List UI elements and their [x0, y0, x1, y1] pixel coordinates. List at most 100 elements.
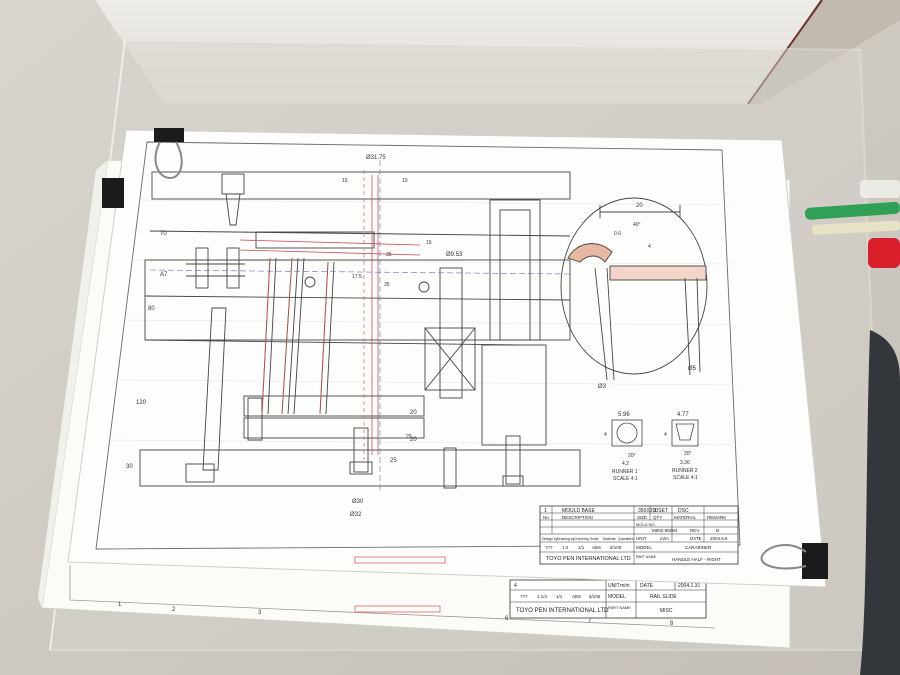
dim-35b: 35 [384, 282, 390, 288]
tb-row1-material: DSC [678, 508, 689, 514]
dim-dia-32: Ø32 [350, 512, 362, 518]
runner1-height: 4 [604, 432, 607, 438]
tb-mold-no: M502-85084 [652, 528, 678, 533]
tb-sign-v3: ABS [592, 545, 601, 550]
under-rev-mark: 4 [514, 583, 517, 589]
center-lines [149, 160, 571, 490]
binder-clip-bottom-right [760, 543, 828, 579]
runner-lines [239, 170, 421, 460]
dim-10: 10 [402, 178, 408, 184]
dark-bag [860, 330, 900, 675]
tb-date-label: DATE [690, 536, 702, 541]
dim-80: 80 [148, 306, 155, 312]
under-unit: m/m [620, 583, 630, 589]
runner1-b: 4.2 [622, 461, 629, 467]
tb-sign-v2: 1/1 [578, 545, 585, 550]
tb-sign-h3: Scale [590, 537, 599, 541]
dim-15b: 15 [426, 240, 432, 246]
tb-unit-label: UNIT [636, 536, 647, 541]
runner2-angle: 20° [684, 451, 692, 457]
main-title-block: 1 MOULD BASE 350X350 1 SET DSC No DESCRI… [539, 505, 739, 565]
tb-sign-h4: Material [603, 537, 616, 541]
dimension-labels: Ø31.75 15 10 20 40° 0.6 4 Ø9.53 15 35 17… [126, 155, 698, 518]
main-sheet: Ø31.75 15 10 20 40° 0.6 4 Ø9.53 15 35 17… [67, 129, 827, 588]
under-company: TOYO PEN INTERNATIONAL LTD [516, 608, 609, 614]
dim-20-top: 20 [636, 203, 643, 209]
under-border-numbers: 1 2 3 6 7 8 [118, 602, 674, 627]
tb-rev: B [716, 528, 719, 533]
tb-date: 2004.5.6 [710, 536, 728, 541]
dim-20a: 20 [410, 410, 417, 416]
tb-hdr-desc: DESCRIPTION [562, 515, 593, 520]
under-date-label: DATE [640, 583, 654, 589]
dim-0-6: 0.6 [614, 231, 621, 237]
binder-clip-left [102, 178, 124, 208]
runner2-scale: SCALE 4:1 [673, 475, 698, 481]
under-sign-1: 1:1/4 [537, 594, 548, 599]
dim-35: 35 [386, 252, 392, 258]
runner1-angle: 20° [628, 453, 636, 459]
dim-20b: 20 [410, 437, 417, 443]
tb-part-name: HANDLE HALF - RIGHT [672, 557, 721, 562]
svg-text:2: 2 [172, 607, 176, 613]
tb-hdr-remark: REMARK [707, 515, 726, 520]
dim-120: 120 [136, 400, 147, 406]
runner2-width: 4.77 [677, 412, 689, 418]
runner2-b: 3.36 [680, 460, 690, 466]
tb-hdr-no: No [543, 515, 549, 520]
tb-model-label: MODEL [636, 545, 653, 550]
under-sign-3: ABS [572, 594, 581, 599]
tb-sign-h5: Quantities [618, 537, 634, 541]
dim-30: 30 [126, 464, 133, 470]
svg-text:8: 8 [670, 621, 674, 627]
dim-dia-3: Ø3 [598, 384, 607, 390]
under-part-name: MISC [660, 608, 673, 614]
detail-view [560, 197, 708, 381]
tb-sign-h1: Drawing by [557, 537, 575, 541]
tb-row1-no: 1 [544, 508, 547, 514]
tb-sign-v4: 5/100 [610, 545, 622, 550]
dim-40deg: 40° [633, 222, 641, 228]
tb-unit: m/m [660, 536, 669, 541]
under-sign-4: 5/100 [589, 594, 601, 599]
dim-25a: 25 [406, 434, 412, 440]
dim-a7: A7 [160, 272, 168, 278]
dim-17-5: 17.5 [352, 274, 362, 280]
tb-mold-no-label: MOLD NO. [636, 522, 656, 527]
tb-model: CARABINER [685, 545, 712, 550]
under-sign-0: ??? [520, 594, 528, 599]
dim-15: 15 [342, 178, 348, 184]
tb-row1-desc: MOULD BASE [562, 508, 595, 514]
svg-text:6: 6 [505, 616, 509, 622]
runner-sections [611, 419, 699, 447]
tb-hdr-qty: QTY [653, 515, 662, 520]
tb-sign-h2: Checking [574, 537, 589, 541]
runner1-scale: SCALE 4:1 [613, 476, 638, 482]
under-unit-label: UNIT [608, 583, 620, 589]
dim-9-53: Ø9.53 [446, 252, 463, 258]
dim-70: 70 [160, 231, 167, 237]
svg-text:7: 7 [588, 618, 592, 624]
tb-hdr-size: SIZE [637, 515, 647, 520]
runner1-width: 5.96 [618, 412, 630, 418]
tb-part-name-label: PART NAME [636, 555, 657, 559]
under-model-label: MODEL [608, 594, 626, 600]
under-sign-2: 1/1 [556, 594, 563, 599]
runner1-label: RUNNER 1 [612, 469, 638, 475]
svg-text:3: 3 [258, 610, 262, 616]
under-part-name-label: PART NAME [608, 605, 631, 610]
tb-sign-h0: Design by [542, 537, 558, 541]
dim-25b: 25 [390, 458, 397, 464]
runner2-height: 4 [664, 432, 667, 438]
binder-clip-top-left [154, 128, 184, 180]
under-model: RAIL SLIDE [650, 594, 677, 600]
tb-sign-v1: 1:4 [562, 545, 569, 550]
dim-4: 4 [648, 244, 651, 250]
pens [805, 180, 900, 268]
dim-dia-30: Ø30 [352, 499, 364, 505]
svg-text:1: 1 [118, 602, 122, 608]
dim-dia-5: Ø5 [688, 366, 697, 372]
tb-hdr-material: MATERIAL [674, 515, 697, 520]
